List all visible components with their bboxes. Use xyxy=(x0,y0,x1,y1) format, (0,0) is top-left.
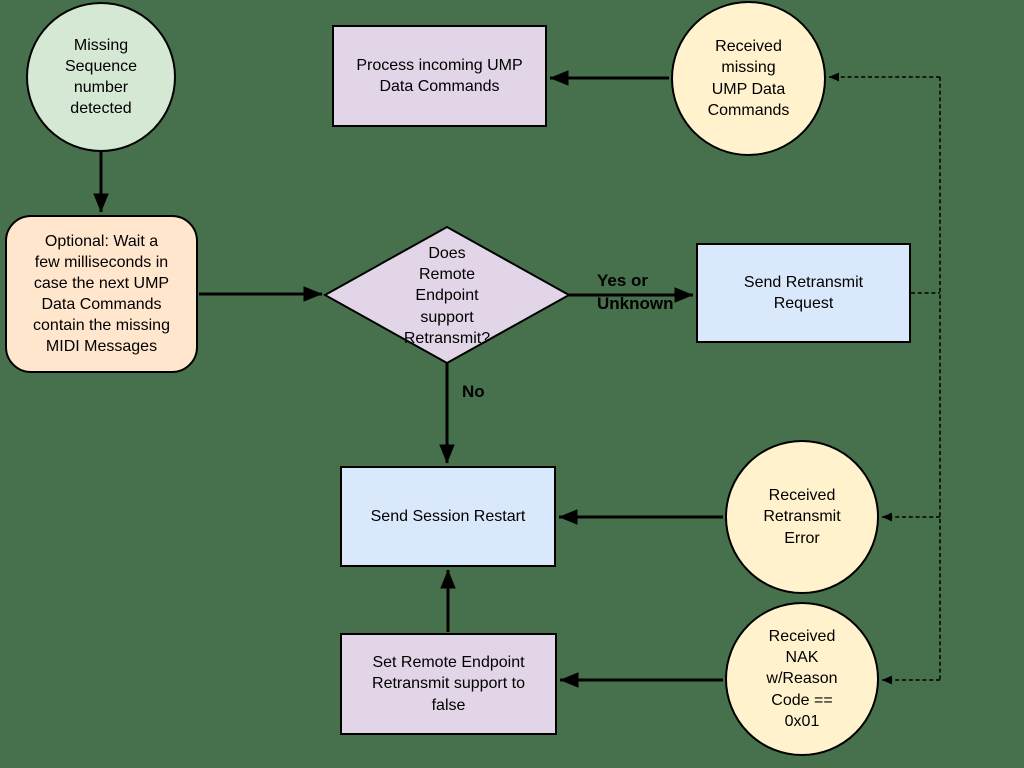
node-received-retransmit-error: Received Retransmit Error xyxy=(725,440,879,594)
node-retransmit-decision-text: Does Remote Endpoint support Retransmit? xyxy=(357,237,537,355)
node-optional-wait: Optional: Wait a few milliseconds in cas… xyxy=(5,215,198,373)
node-missing-sequence-label: Missing Sequence number detected xyxy=(64,36,138,118)
node-send-retransmit-label: Send Retransmit Request xyxy=(743,273,864,312)
node-process-incoming-label: Process incoming UMP Data Commands xyxy=(356,56,523,95)
node-retransmit-error-label: Received Retransmit Error xyxy=(763,487,841,547)
node-optional-wait-label: Optional: Wait a few milliseconds in cas… xyxy=(33,232,170,356)
node-received-nak: Received NAK w/Reason Code == 0x01 xyxy=(725,602,879,756)
node-received-nak-label: Received NAK w/Reason Code == 0x01 xyxy=(766,628,838,730)
node-set-false-label: Set Remote Endpoint Retransmit support t… xyxy=(372,654,525,714)
node-set-retransmit-false: Set Remote Endpoint Retransmit support t… xyxy=(340,633,557,735)
node-received-missing-label: Received missing UMP Data Commands xyxy=(707,38,790,119)
node-process-incoming-ump: Process incoming UMP Data Commands xyxy=(332,25,547,127)
node-session-restart-label: Send Session Restart xyxy=(370,507,526,525)
node-send-session-restart: Send Session Restart xyxy=(340,466,556,567)
node-retransmit-decision-label: Does Remote Endpoint support Retransmit? xyxy=(403,245,491,347)
edge-label-no: No xyxy=(462,382,485,401)
node-missing-sequence-detected: Missing Sequence number detected xyxy=(26,2,176,152)
node-send-retransmit-request: Send Retransmit Request xyxy=(696,243,911,343)
node-received-missing-ump: Received missing UMP Data Commands xyxy=(671,1,826,156)
edge-label-yes-or-unknown: Yes or Unknown xyxy=(597,271,674,313)
